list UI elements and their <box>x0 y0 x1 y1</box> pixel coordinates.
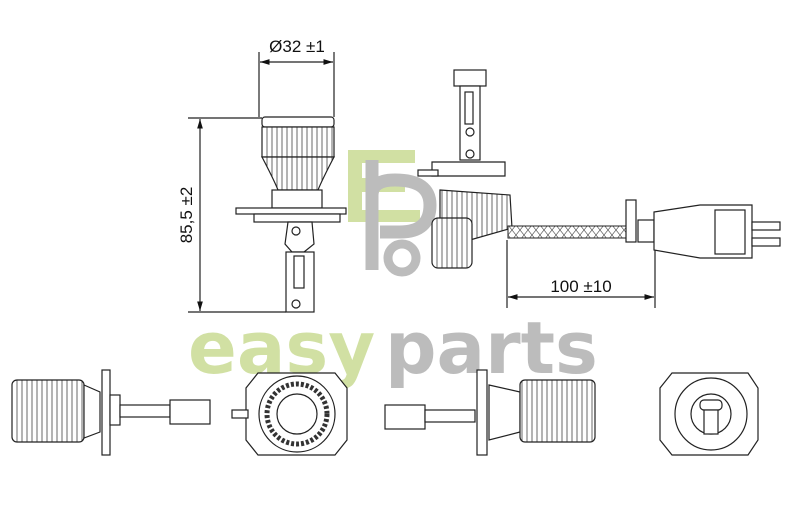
diameter-label: Ø32 ±1 <box>269 37 325 56</box>
bulb-rear-view <box>231 372 348 456</box>
bulb-top-view <box>659 372 759 456</box>
watermark-parts: parts <box>385 306 598 390</box>
bulb-front-view <box>235 116 347 313</box>
easyparts-watermark: easy parts <box>188 150 598 390</box>
cable-length-dimension: 100 ±10 <box>506 240 656 308</box>
diameter-dimension: Ø32 ±1 <box>258 37 335 117</box>
bulb-side-view <box>417 69 781 269</box>
height-label: 85,5 ±2 <box>177 187 196 244</box>
ep-logo <box>348 150 437 277</box>
height-dimension: 85,5 ±2 <box>177 117 286 313</box>
cable-length-label: 100 ±10 <box>550 277 611 296</box>
bulb-left-side-view <box>11 369 211 456</box>
bulb-right-side-view <box>384 369 596 456</box>
